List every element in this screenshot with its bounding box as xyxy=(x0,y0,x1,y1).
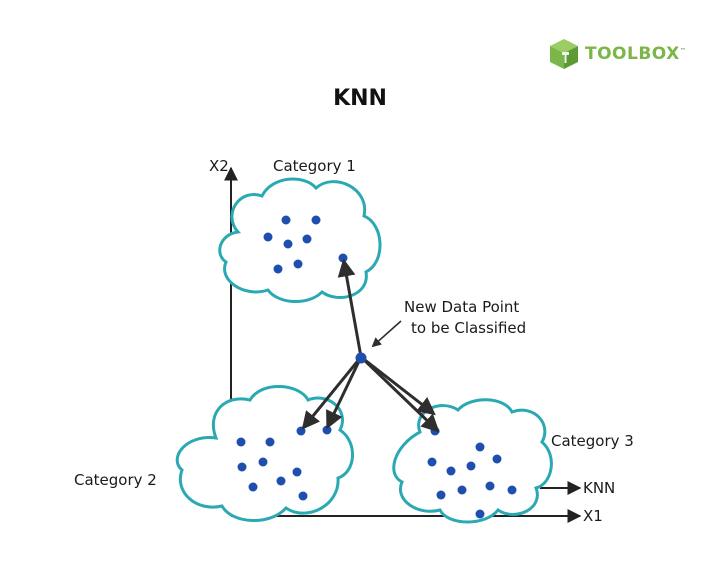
data-point xyxy=(492,454,502,464)
data-point xyxy=(276,476,286,486)
data-point xyxy=(466,461,476,471)
category-3-label: Category 3 xyxy=(551,432,634,450)
page-title: KNN xyxy=(333,86,387,111)
category-2-label: Category 2 xyxy=(74,471,157,489)
data-point xyxy=(283,239,293,249)
arrow-to-category-1 xyxy=(337,258,363,358)
new-point-label-line2: to be Classified xyxy=(411,319,527,337)
cube-icon xyxy=(550,39,578,69)
x-axis-label: X1 xyxy=(583,507,603,525)
data-point xyxy=(273,264,283,274)
arrow-to-category-3a xyxy=(360,355,436,416)
arrow-to-category-3b xyxy=(359,355,440,433)
data-point xyxy=(446,466,456,476)
data-point xyxy=(237,462,247,472)
data-point xyxy=(475,509,485,519)
data-point xyxy=(236,437,246,447)
data-point xyxy=(457,485,467,495)
data-point xyxy=(302,234,312,244)
category-3-points xyxy=(427,426,517,519)
data-point xyxy=(507,485,517,495)
category-1-label: Category 1 xyxy=(273,157,356,175)
data-point xyxy=(293,259,303,269)
arrow-to-category-2b xyxy=(326,356,363,430)
data-point xyxy=(281,215,291,225)
data-point xyxy=(263,232,273,242)
data-point xyxy=(436,490,446,500)
data-point xyxy=(475,442,485,452)
data-point xyxy=(427,457,437,467)
data-point xyxy=(258,457,268,467)
data-point xyxy=(265,437,275,447)
data-point xyxy=(248,482,258,492)
knn-output-label: KNN xyxy=(583,479,616,497)
category-3-cloud xyxy=(392,398,553,524)
toolbox-logo: TOOLBOX™ xyxy=(549,38,686,70)
data-point xyxy=(298,491,308,501)
data-point xyxy=(292,467,302,477)
category-1-cloud xyxy=(218,177,382,304)
callout-arrow xyxy=(371,320,402,348)
data-point xyxy=(485,481,495,491)
data-point xyxy=(296,426,306,436)
new-data-point xyxy=(355,352,367,364)
category-1-points xyxy=(263,215,348,274)
data-point xyxy=(338,253,348,263)
arrow-to-category-2a xyxy=(301,356,363,430)
data-point xyxy=(311,215,321,225)
logo-text: TOOLBOX™ xyxy=(585,44,687,64)
data-point xyxy=(322,425,332,435)
category-2-cloud xyxy=(175,385,354,522)
y-axis-label: X2 xyxy=(209,157,229,175)
neighbor-arrows xyxy=(301,258,440,433)
new-point-label-line1: New Data Point xyxy=(404,298,520,316)
